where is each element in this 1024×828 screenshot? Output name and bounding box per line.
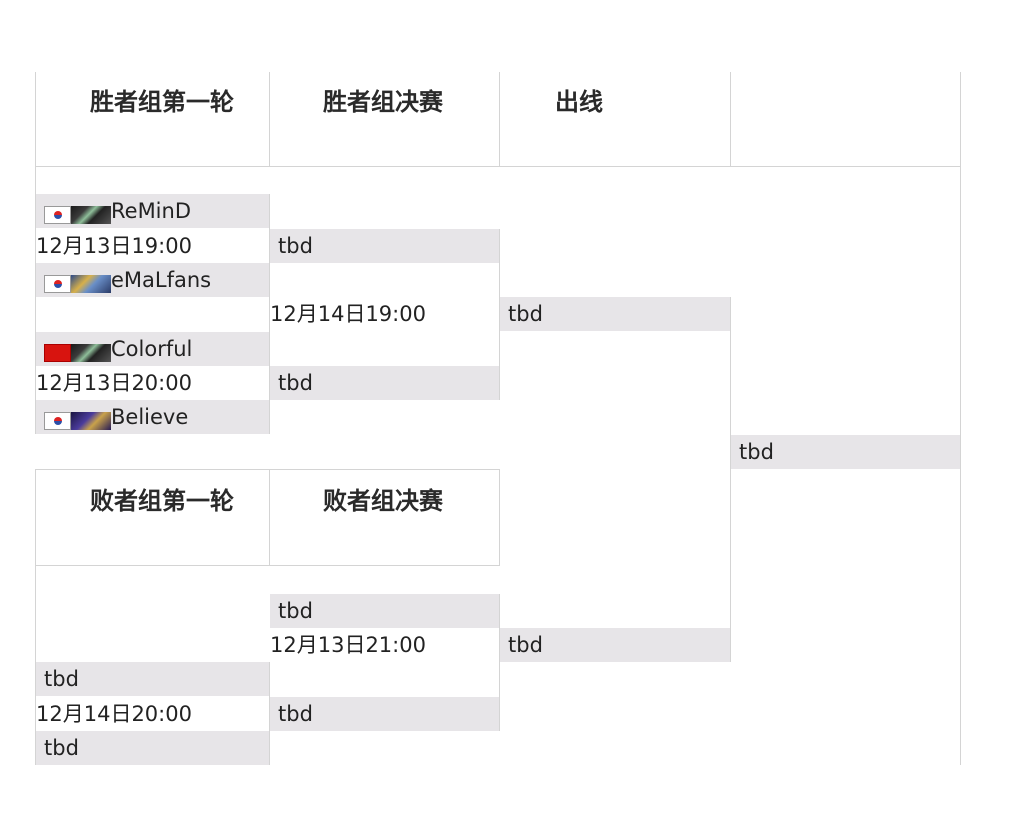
grid-line (35, 166, 961, 167)
match-time: 12月14日20:00 (36, 702, 192, 726)
bracket-connector (499, 594, 500, 731)
bracket-connector (730, 297, 731, 662)
bracket-connector (269, 194, 270, 434)
match-time: 12月14日19:00 (270, 302, 426, 326)
grid-line (730, 72, 731, 166)
bracket-connector (499, 229, 500, 400)
header-winners-round1: 胜者组第一轮 (90, 88, 234, 116)
match-time: 12月13日20:00 (36, 371, 192, 395)
kr-flag-icon (44, 412, 71, 430)
grid-line (499, 469, 500, 566)
player-name: ReMinD (111, 199, 192, 223)
losers-final-slot-1: tbd (270, 594, 499, 628)
undead-icon (71, 344, 111, 362)
header-losers-round1: 败者组第一轮 (90, 487, 234, 515)
human-icon (71, 275, 111, 293)
player-name: Colorful (111, 337, 193, 361)
header-qualify: 出线 (555, 88, 603, 116)
player-name: Believe (111, 405, 189, 429)
grid-line (269, 469, 270, 566)
losers-round1-slot-2: tbd (36, 731, 269, 765)
header-losers-final: 败者组决赛 (323, 487, 443, 515)
player-icons (44, 197, 111, 231)
header-winners-final: 胜者组决赛 (323, 88, 443, 116)
bracket-connector (269, 662, 270, 765)
match-time: 12月13日21:00 (270, 633, 426, 657)
qualify-final-slot: tbd (731, 435, 960, 469)
player-icons (44, 403, 111, 437)
grid-line (35, 565, 500, 566)
qualify-losers-slot: tbd (500, 628, 730, 662)
qualify-winners-slot: tbd (500, 297, 730, 331)
grid-line (35, 72, 36, 166)
losers-round1-slot-1: tbd (36, 662, 269, 696)
grid-line (35, 469, 500, 470)
grid-line (35, 166, 36, 434)
winners-final-slot-2: tbd (270, 366, 499, 400)
undead-icon (71, 206, 111, 224)
player-slot-believe: Believe (36, 400, 269, 434)
winners-final-slot-1: tbd (270, 229, 499, 263)
player-icons (44, 335, 111, 369)
match-time: 12月13日19:00 (36, 234, 192, 258)
kr-flag-icon (44, 206, 71, 224)
player-slot-emalfans: eMaLfans (36, 263, 269, 297)
grid-line (35, 469, 36, 765)
player-slot-remind: ReMinD (36, 194, 269, 228)
nightelf-icon (71, 412, 111, 430)
player-name: eMaLfans (111, 268, 212, 292)
losers-final-slot-2: tbd (270, 697, 499, 731)
player-slot-colorful: Colorful (36, 332, 269, 366)
kr-flag-icon (44, 275, 71, 293)
grid-line (269, 72, 270, 166)
grid-line (499, 72, 500, 166)
player-icons (44, 266, 111, 300)
cn-flag-icon (44, 344, 71, 362)
grid-line (960, 72, 961, 765)
